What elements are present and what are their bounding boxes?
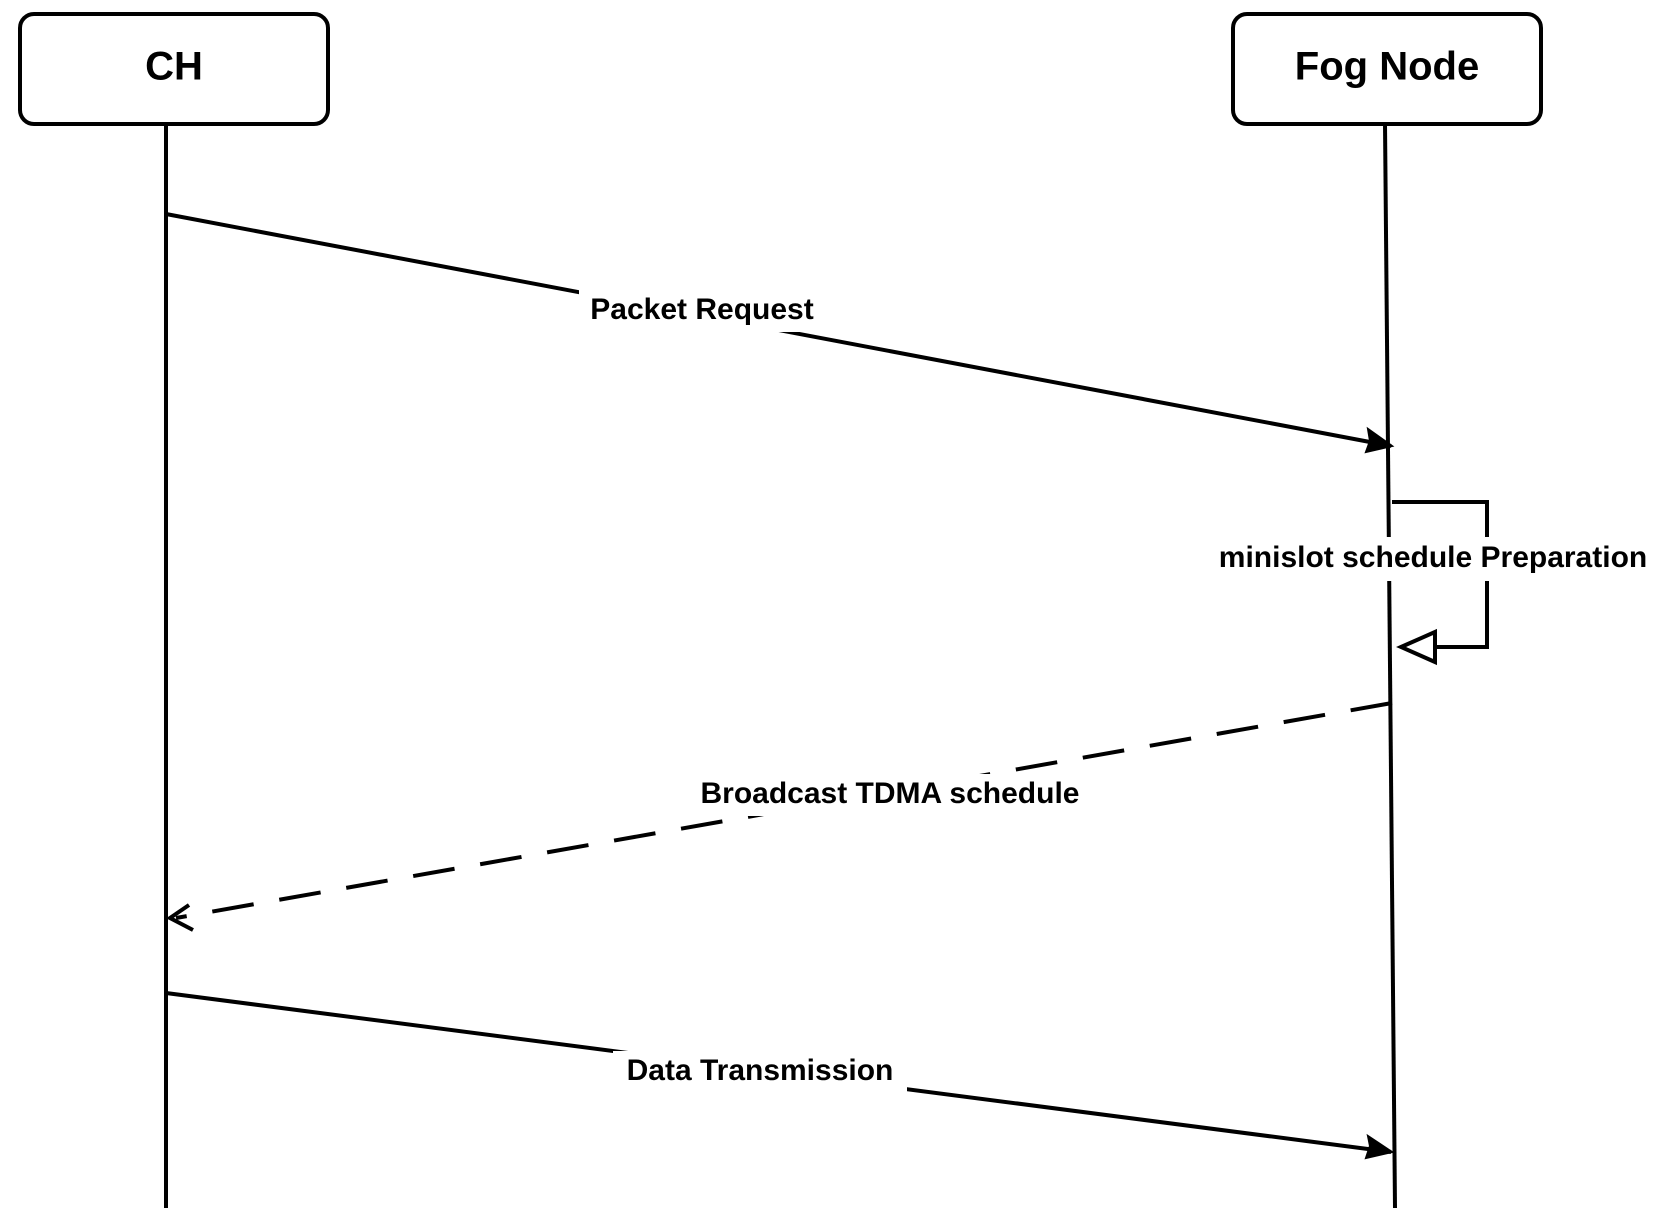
message-data-transmission[interactable]: Data Transmission: [165, 991, 1395, 1160]
data-transmission-arrowhead: [1364, 1133, 1395, 1160]
data-transmission-label: Data Transmission: [627, 1054, 894, 1087]
message-packet-request[interactable]: Packet Request: [165, 212, 1395, 454]
packet-request-arrowhead: [1364, 426, 1395, 454]
ch-header-label: CH: [145, 45, 203, 89]
data-transmission-label-bg: [613, 1051, 907, 1093]
fog-node-header-box: [1231, 12, 1543, 126]
packet-request-label: Packet Request: [590, 293, 813, 326]
packet-request-label-bg: [579, 290, 825, 332]
minislot-preparation-arrowhead: [1396, 628, 1437, 666]
fog-node-lifeline: [1383, 123, 1397, 1209]
ch-header-box: [18, 12, 330, 126]
broadcast-tdma-arrowhead: [166, 903, 194, 932]
message-broadcast-tdma[interactable]: Broadcast TDMA schedule: [166, 701, 1393, 932]
minislot-preparation-label-bg: [1200, 537, 1666, 581]
participant-ch[interactable]: CH: [18, 12, 330, 126]
message-minislot-preparation[interactable]: minislot schedule Preparation: [1200, 500, 1666, 666]
broadcast-tdma-label-bg: [681, 774, 1100, 816]
broadcast-tdma-label: Broadcast TDMA schedule: [701, 777, 1080, 810]
minislot-preparation-label: minislot schedule Preparation: [1219, 541, 1647, 574]
fog-node-header-label: Fog Node: [1295, 45, 1479, 89]
participant-fog-node[interactable]: Fog Node: [1231, 12, 1543, 126]
